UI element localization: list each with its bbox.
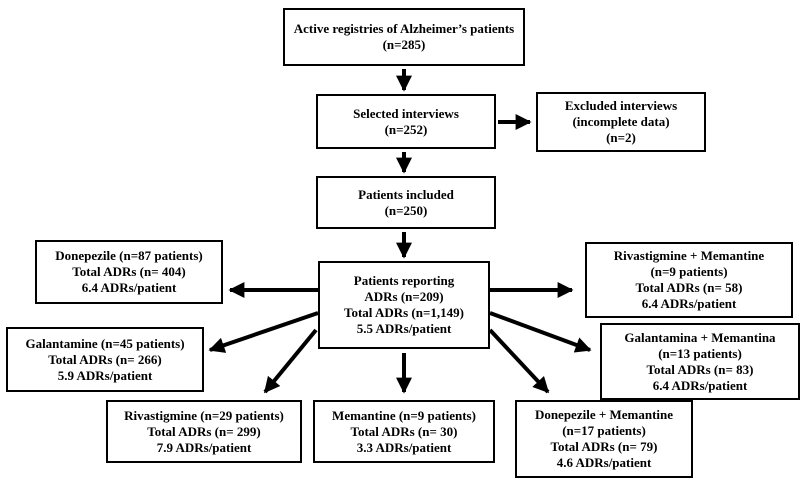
galantamina-memantina-line-4: 6.4 ADRs/patient bbox=[652, 377, 748, 393]
memantine-line-2: Total ADRs (n= 30) bbox=[350, 423, 458, 439]
donepezile-memantine-line-3: Total ADRs (n= 79) bbox=[550, 439, 658, 454]
included-line-2: (n=250) bbox=[384, 202, 428, 218]
arrow-to-rivastigmine bbox=[263, 328, 318, 394]
donepezile-line-1: Donepezile (n=87 patients) bbox=[55, 248, 203, 263]
rivastigmine-line-2: Total ADRs (n= 299) bbox=[147, 423, 261, 439]
galantamina-memantina-line-1: Galantamina + Memantina bbox=[624, 329, 776, 345]
arrow-to-donepezile-memantine bbox=[488, 328, 550, 394]
donepezile-memantine-box: Donepezile + Memantine (n=17 patients) T… bbox=[515, 400, 693, 478]
galantamine-box: Galantamine (n=45 patients) Total ADRs (… bbox=[6, 327, 204, 392]
galantamina-memantina-line-2: (n=13 patients) bbox=[658, 345, 742, 361]
selected-box: Selected interviews (n=252) bbox=[316, 94, 496, 149]
excluded-line-3: (n=2) bbox=[606, 130, 636, 145]
donepezile-line-2: Total ADRs (n= 404) bbox=[72, 264, 186, 279]
donepezile-line-3: 6.4 ADRs/patient bbox=[81, 280, 177, 295]
registries-box: Active registries of Alzheimer’s patient… bbox=[283, 8, 525, 66]
registries-line-1: Active registries of Alzheimer’s patient… bbox=[293, 21, 515, 36]
galantamine-line-2: Total ADRs (n= 266) bbox=[48, 351, 162, 367]
memantine-line-3: 3.3 ADRs/patient bbox=[356, 439, 452, 455]
rivastigmine-line-1: Rivastigmine (n=29 patients) bbox=[124, 407, 284, 423]
galantamine-line-1: Galantamine (n=45 patients) bbox=[25, 335, 185, 351]
reporting-line-4: 5.5 ADRs/patient bbox=[356, 321, 452, 336]
galantamine-line-3: 5.9 ADRs/patient bbox=[57, 367, 153, 383]
rivastigmine-line-3: 7.9 ADRs/patient bbox=[156, 439, 252, 455]
reporting-line-1: Patients reporting bbox=[353, 273, 455, 288]
galantamina-memantina-line-3: Total ADRs (n= 83) bbox=[646, 361, 754, 377]
included-line-1: Patients included bbox=[358, 186, 454, 202]
rivastigmine-memantine-line-4: 6.4 ADRs/patient bbox=[641, 296, 737, 311]
reporting-line-3: Total ADRs (n=1,149) bbox=[344, 305, 464, 320]
donepezile-memantine-line-4: 4.6 ADRs/patient bbox=[556, 455, 652, 470]
rivastigmine-memantine-line-3: Total ADRs (n= 58) bbox=[635, 280, 743, 295]
excluded-line-1: Excluded interviews bbox=[564, 98, 678, 113]
reporting-line-2: ADRs (n=209) bbox=[364, 289, 444, 304]
excluded-line-2: (incomplete data) bbox=[572, 114, 670, 129]
rivastigmine-box: Rivastigmine (n=29 patients) Total ADRs … bbox=[106, 400, 302, 463]
memantine-box: Memantine (n=9 patients) Total ADRs (n= … bbox=[313, 400, 495, 463]
excluded-box: Excluded interviews (incomplete data) (n… bbox=[536, 92, 706, 152]
rivastigmine-memantine-line-1: Rivastigmine + Memantine bbox=[613, 248, 765, 263]
included-box: Patients included (n=250) bbox=[316, 176, 496, 229]
arrow-to-galantamine bbox=[208, 311, 319, 353]
selected-line-2: (n=252) bbox=[384, 121, 428, 137]
donepezile-memantine-line-2: (n=17 patients) bbox=[562, 423, 646, 438]
donepezile-memantine-line-1: Donepezile + Memantine bbox=[534, 407, 674, 422]
donepezile-box: Donepezile (n=87 patients) Total ADRs (n… bbox=[35, 240, 223, 304]
memantine-line-1: Memantine (n=9 patients) bbox=[332, 407, 476, 423]
selected-line-1: Selected interviews bbox=[353, 105, 459, 121]
registries-line-2: (n=285) bbox=[382, 37, 426, 52]
galantamina-memantina-box: Galantamina + Memantina (n=13 patients) … bbox=[600, 323, 800, 400]
rivastigmine-memantine-line-2: (n=9 patients) bbox=[650, 264, 728, 279]
arrow-to-galantamina-memantina bbox=[489, 311, 592, 353]
rivastigmine-memantine-box: Rivastigmine + Memantine (n=9 patients) … bbox=[585, 242, 793, 318]
reporting-box: Patients reporting ADRs (n=209) Total AD… bbox=[318, 261, 490, 349]
